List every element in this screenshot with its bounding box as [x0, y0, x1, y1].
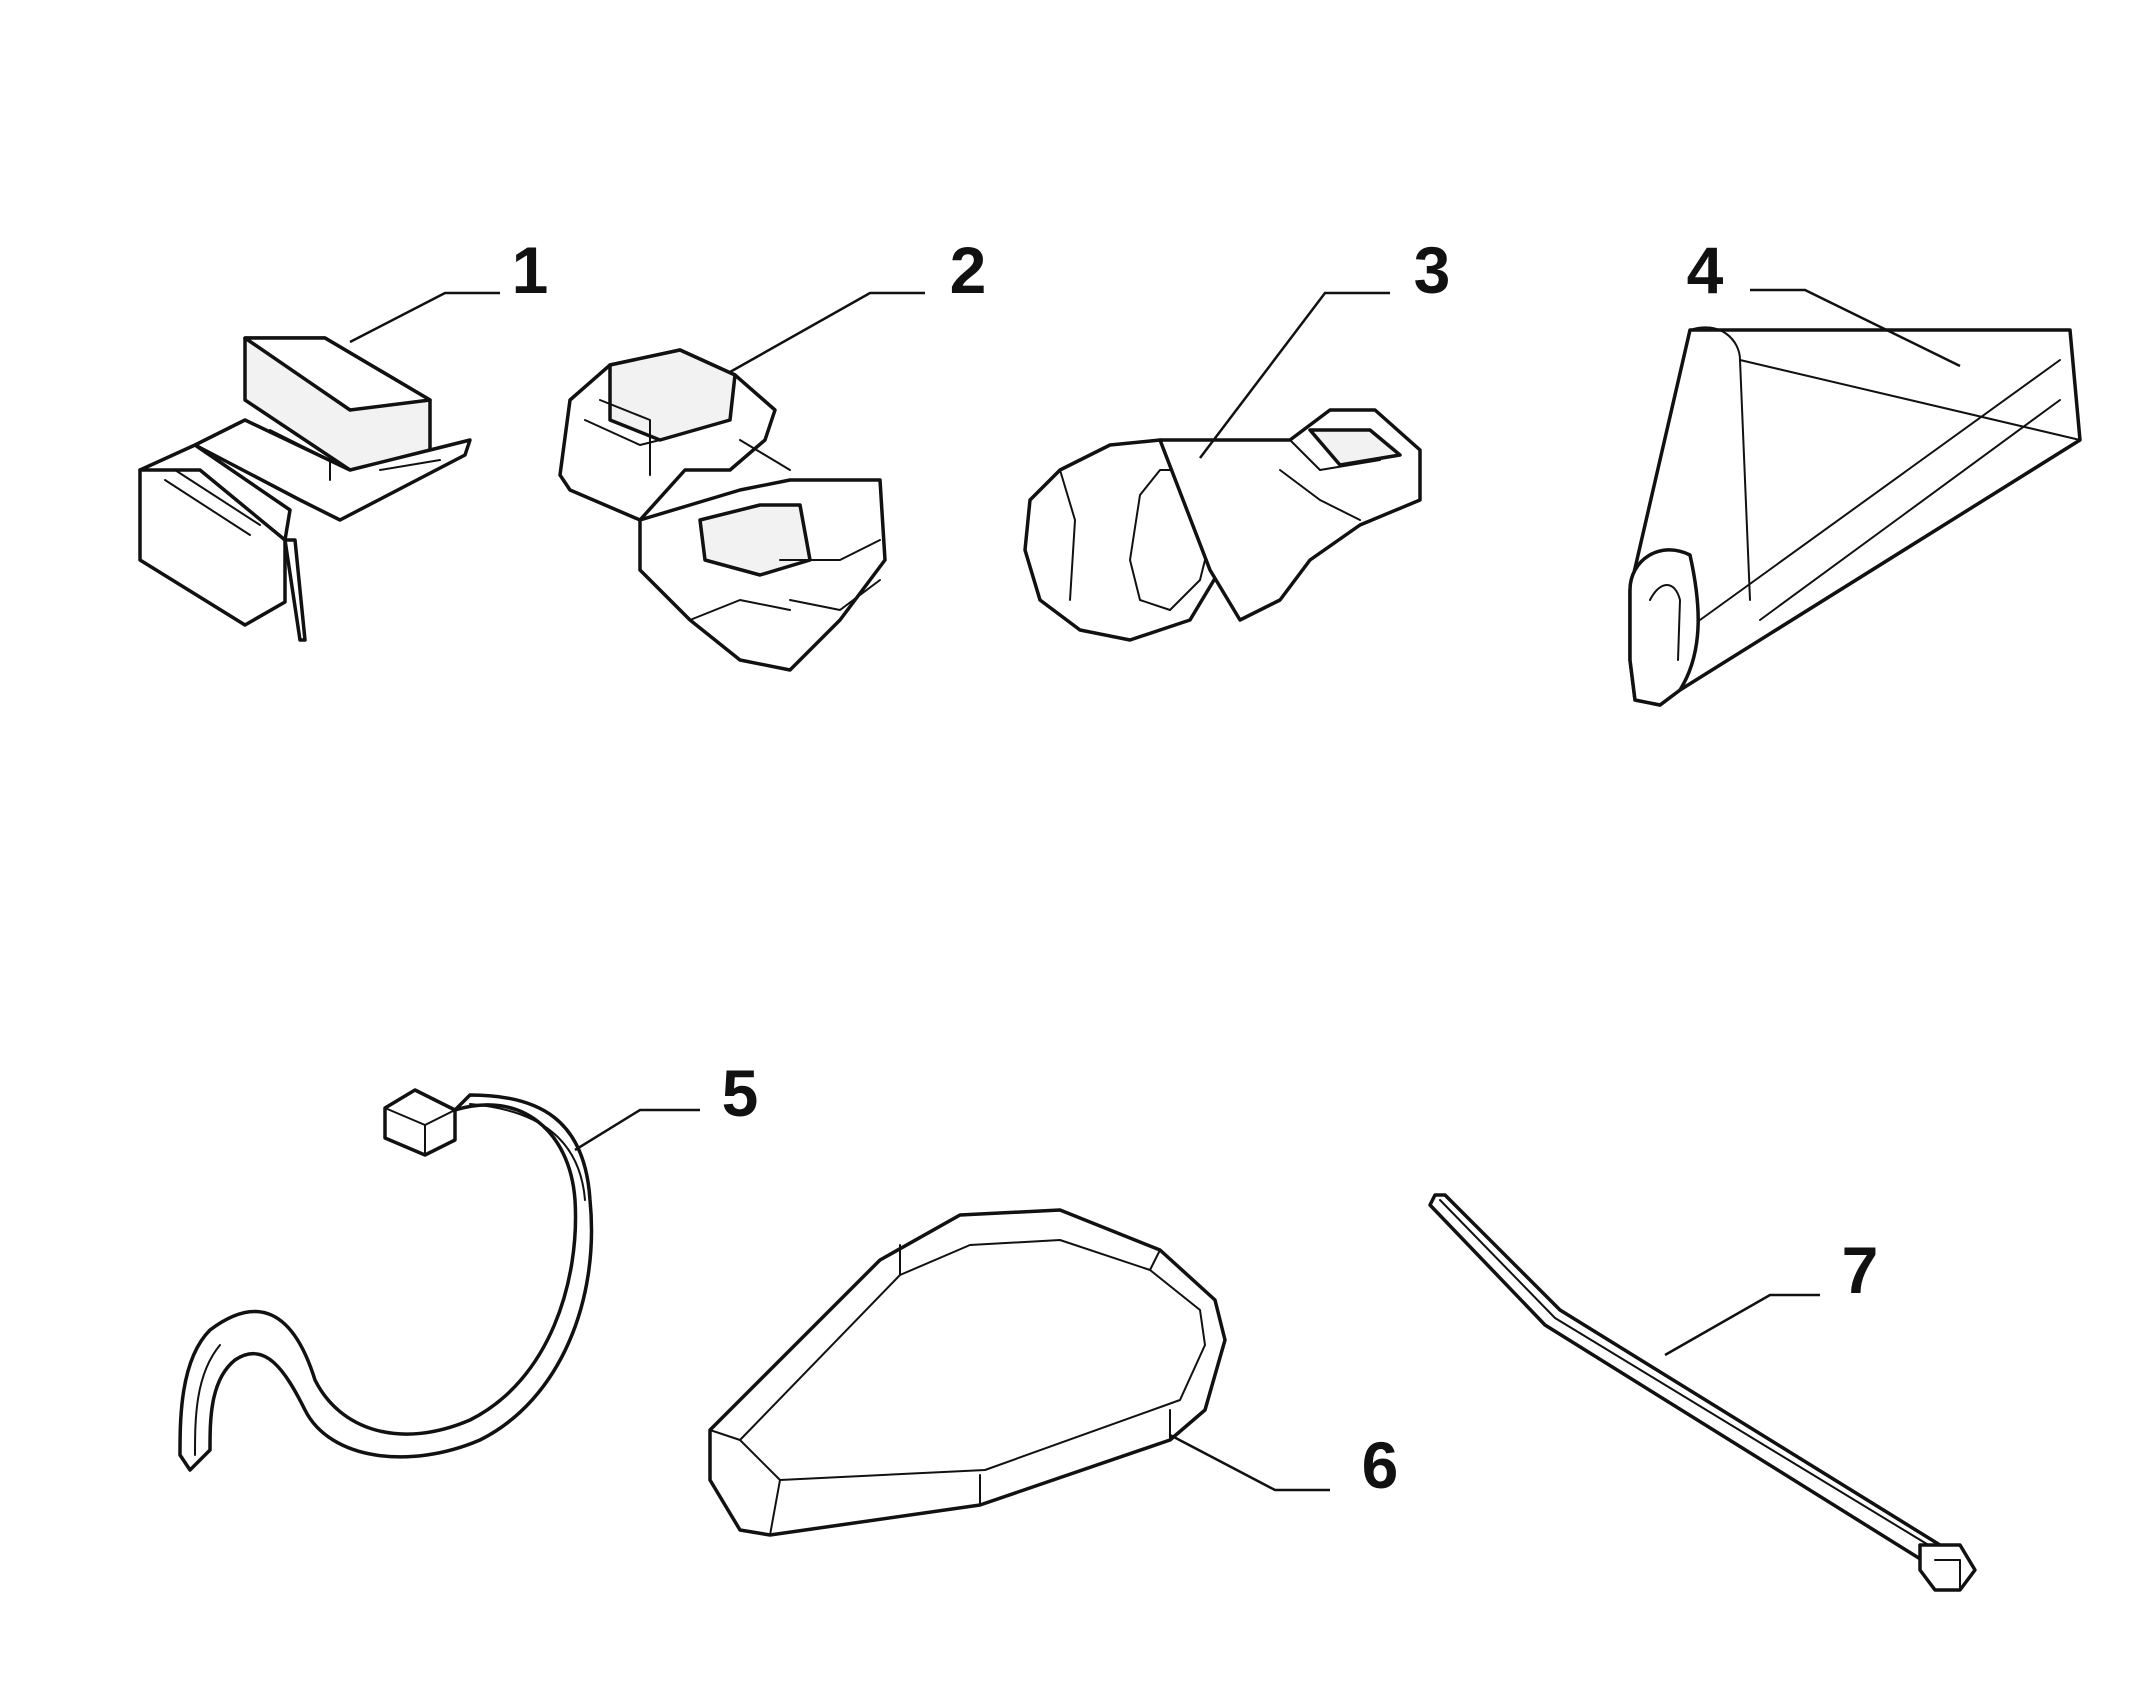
part-6-retaining-band-icon: [708, 1208, 1330, 1537]
callout-3: 3: [1413, 233, 1451, 307]
part-1-connector-clip-icon: [138, 291, 500, 642]
callout-6: 6: [1361, 1428, 1399, 1502]
part-2-connector-holder-icon: [558, 291, 925, 672]
part-4-edge-trim-profile-icon: [1628, 288, 2082, 707]
part-7-cable-tie-icon: [1428, 1193, 1977, 1592]
callout-5: 5: [721, 1056, 759, 1130]
callout-7: 7: [1841, 1233, 1879, 1307]
callout-1: 1: [511, 233, 549, 307]
part-3-cable-clip-icon: [1023, 291, 1422, 642]
callout-2: 2: [949, 233, 987, 307]
callout-4: 4: [1686, 233, 1724, 307]
part-5-flat-strap-with-connector-icon: [178, 1088, 700, 1472]
